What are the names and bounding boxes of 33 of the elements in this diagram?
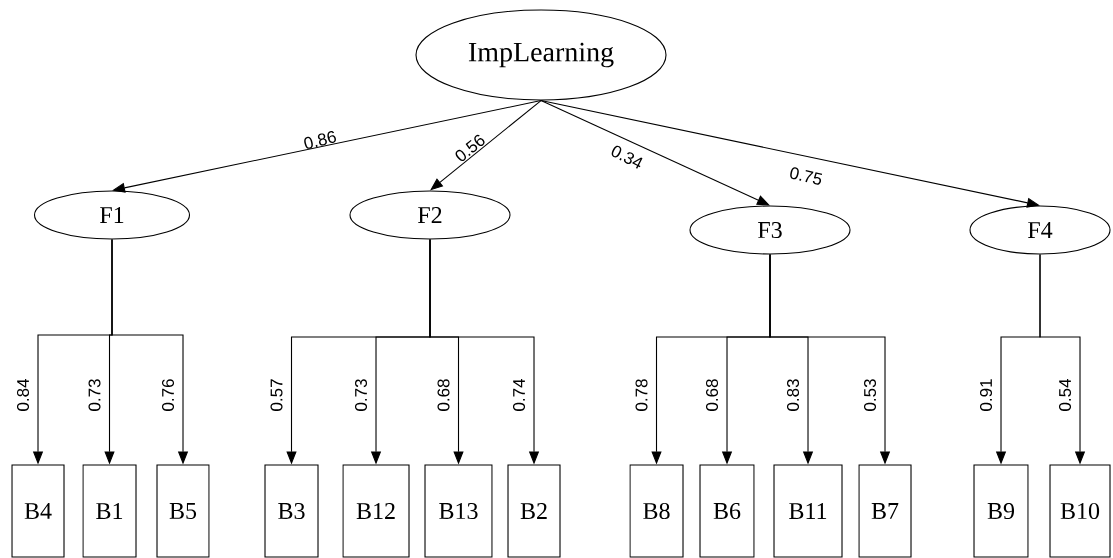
indicator-box: B11 bbox=[773, 464, 843, 558]
indicator-box: B2 bbox=[507, 464, 561, 558]
edge-label: 0.78 bbox=[635, 379, 648, 411]
edge-label: 0.75 bbox=[790, 167, 823, 185]
indicator-box: B7 bbox=[858, 464, 912, 558]
indicator-box: B12 bbox=[342, 464, 410, 558]
edge-label: 0.34 bbox=[611, 145, 643, 169]
indicator-box: B10 bbox=[1049, 464, 1111, 558]
edge-label: 0.84 bbox=[17, 378, 30, 411]
indicator-box: B13 bbox=[424, 464, 493, 558]
edge-label: 0.53 bbox=[864, 379, 877, 411]
edge-label: 0.56 bbox=[455, 134, 485, 162]
indicator-box: B5 bbox=[156, 464, 210, 558]
edge-label: 0.76 bbox=[162, 379, 175, 411]
edge-label: 0.74 bbox=[513, 378, 526, 411]
edge-label: 0.91 bbox=[980, 379, 993, 411]
indicator-box: B6 bbox=[699, 464, 755, 558]
edge-label: 0.73 bbox=[88, 379, 101, 411]
arrow bbox=[430, 100, 542, 191]
edge-label: 0.73 bbox=[355, 379, 368, 411]
indicator-box: B3 bbox=[264, 464, 319, 558]
indicator-box: B4 bbox=[11, 464, 65, 558]
indicator-box: B1 bbox=[82, 464, 137, 558]
arrow bbox=[540, 100, 1040, 208]
edge-label: 0.83 bbox=[787, 379, 800, 411]
edge-label: 0.86 bbox=[304, 131, 336, 149]
edge-label: 0.57 bbox=[270, 379, 283, 411]
edge-label: 0.68 bbox=[437, 379, 450, 411]
indicator-box: B8 bbox=[629, 464, 684, 558]
arrow bbox=[112, 100, 542, 193]
edge-label: 0.68 bbox=[706, 379, 719, 411]
edge-label: 0.54 bbox=[1059, 378, 1072, 411]
indicator-box: B9 bbox=[973, 464, 1029, 558]
